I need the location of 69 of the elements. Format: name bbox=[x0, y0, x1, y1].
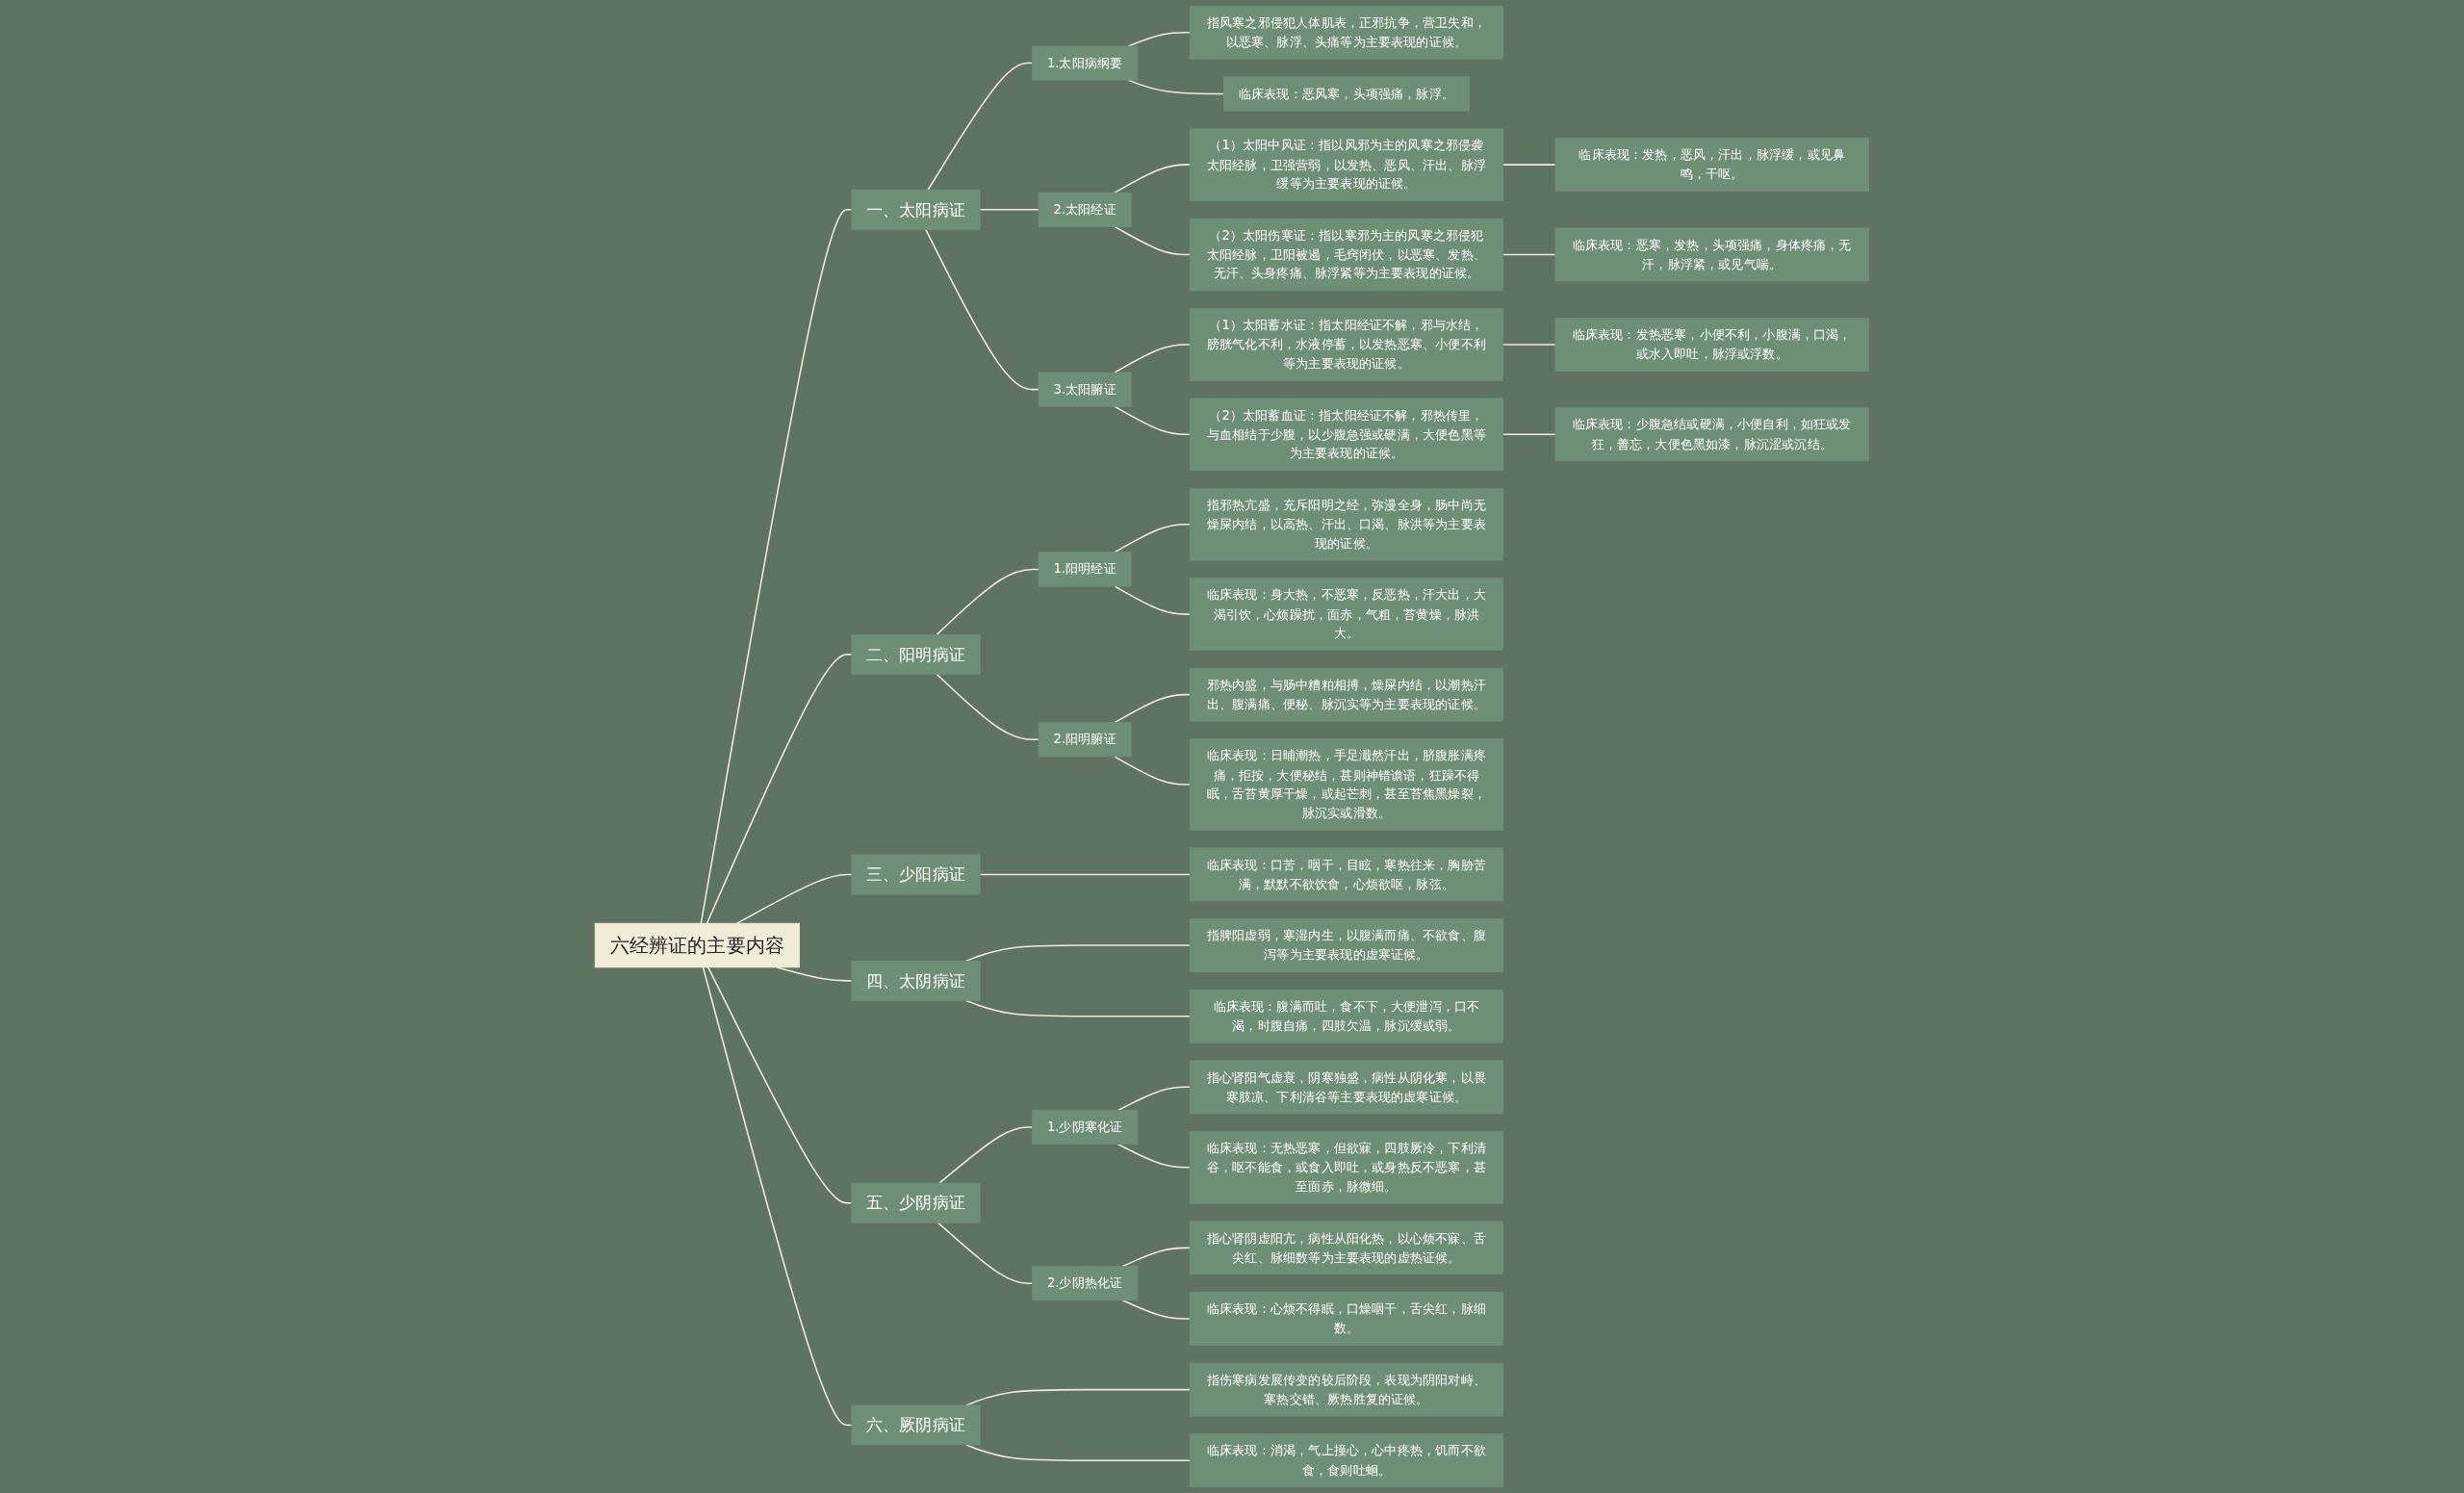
connector bbox=[1114, 756, 1192, 785]
node-box: 临床表现：身大热，不恶寒，反恶热，汗大出，大渴引饮，心烦躁扰，面赤，气粗，苔黄燥，脉洪大。 bbox=[1189, 578, 1504, 651]
connector bbox=[1502, 253, 1556, 256]
node-box: 临床表现：日晡潮热，手足濈然汗出，脐腹胀满疼痛，拒按，大便秘结，甚则神错谵语，狂躁不得眠，舌苔黄厚干燥，或起芒刺，甚至苔焦黑燥裂，脉沉实或滑数。 bbox=[1189, 738, 1504, 831]
node-box: 指邪热亢盛，充斥阳明之经，弥漫全身，肠中尚无燥屎内结，以高热、汗出、口渴、脉洪等为主要表现的证候。 bbox=[1189, 487, 1504, 561]
node-box: 六、厥阴病证 bbox=[851, 1404, 981, 1446]
connector bbox=[938, 1126, 1034, 1184]
node-box: 临床表现：无热恶寒，但欲寐，四肢厥冷，下利清谷，呕不能食，或食入即吐，或身热反不恶寒，甚至面赤，脉微细。 bbox=[1189, 1131, 1504, 1204]
node-box: 指伤寒病发展传变的较后阶段，表现为阴阳对峙、寒热交错、厥热胜复的证候。 bbox=[1189, 1362, 1504, 1417]
node-box: （2）太阳蓄血证：指太阳经证不解，邪热传里，与血相结于少腹，以少腹急强或硬满，大便色黑等为主要表现的证候。 bbox=[1189, 398, 1504, 472]
node-box: （1）太阳蓄水证：指太阳经证不解，邪与水结，膀胱气化不利，水液停蓄，以发热恶寒、小便不利等为主要表现的证候。 bbox=[1189, 308, 1504, 381]
connector bbox=[979, 209, 1040, 211]
node-box: 指脾阳虚弱，寒湿内生，以腹满而痛、不欲食、腹泻等为主要表现的虚寒证候。 bbox=[1189, 918, 1504, 972]
connector bbox=[979, 873, 1192, 876]
node-box: 四、太阴病证 bbox=[851, 960, 981, 1001]
node-box: 临床表现：心烦不得眠，口燥咽干，舌尖红，脉细数。 bbox=[1189, 1292, 1504, 1346]
node-box: 临床表现：恶寒，发热，头项强痛，身体疼痛，无汗，脉浮紧，或见气喘。 bbox=[1554, 227, 1870, 282]
connector bbox=[1114, 225, 1192, 256]
connector bbox=[937, 1222, 1034, 1284]
node-box: 临床表现：发热，恶风，汗出，脉浮缓，或见鼻鸣，干呕。 bbox=[1554, 138, 1870, 192]
node-box: 临床表现：腹满而吐，食不下，大便泄泻，口不渴，时腹自痛，四肢欠温，脉沉缓或弱。 bbox=[1189, 989, 1504, 1043]
node-box: 五、少阴病证 bbox=[851, 1182, 981, 1223]
node-box: 指心肾阴虚阳亢，病性从阳化热，以心烦不寐、舌尖红、脉细数等为主要表现的虚热证候。 bbox=[1189, 1221, 1504, 1275]
connector bbox=[702, 966, 853, 1427]
connector bbox=[925, 228, 1040, 391]
node-box: 一、太阳病证 bbox=[851, 189, 981, 230]
connector bbox=[965, 1444, 1192, 1462]
connector bbox=[1114, 585, 1192, 615]
connector bbox=[1117, 1143, 1192, 1169]
connector bbox=[707, 966, 853, 1204]
connector bbox=[1114, 405, 1192, 436]
node-box: 邪热内盛，与肠中糟粕相搏，燥屎内结，以潮热汗出、腹满痛、便秘、脉沉实等为主要表现的证候。 bbox=[1189, 667, 1504, 722]
node-box: 2.少阴热化证 bbox=[1032, 1266, 1139, 1301]
connector bbox=[706, 654, 853, 924]
connector bbox=[1114, 344, 1192, 373]
connector bbox=[1502, 164, 1556, 166]
node-box: 1.阳明经证 bbox=[1038, 552, 1132, 587]
node-box: （2）太阳伤寒证：指以寒邪为主的风寒之邪侵犯太阳经脉，卫阳被遏，毛窍闭伏，以恶寒、发热、无汗、头身疼痛、脉浮紧等为主要表现的证候。 bbox=[1189, 218, 1504, 292]
node-box: （1）太阳中风证：指以风邪为主的风寒之邪侵袭太阳经脉，卫强营弱，以发热、恶风、汗出、脉浮缓等为主要表现的证候。 bbox=[1189, 128, 1504, 201]
connector bbox=[1121, 1247, 1192, 1268]
connector bbox=[936, 673, 1040, 741]
connector bbox=[965, 999, 1192, 1017]
node-box: 临床表现：发热恶寒，小便不利，小腹满，口渴，或水入即吐，脉浮或浮数。 bbox=[1554, 318, 1870, 372]
connector bbox=[927, 62, 1034, 192]
node-box: 指风寒之邪侵犯人体肌表，正邪抗争，营卫失和，以恶寒、脉浮、头痛等为主要表现的证候。 bbox=[1189, 5, 1504, 60]
node-box: 1.少阴寒化证 bbox=[1032, 1110, 1139, 1145]
connector bbox=[1114, 693, 1192, 724]
node-box: 指心肾阳气虚衰，阴寒独盛，病性从阴化寒，以畏寒肢凉、下利清谷等主要表现的虚寒证候。 bbox=[1189, 1060, 1504, 1115]
node-box: 1.太阳病纲要 bbox=[1032, 45, 1139, 81]
node-box: 二、阳明病证 bbox=[851, 633, 981, 675]
connector bbox=[700, 209, 853, 924]
node-box: 3.太阳腑证 bbox=[1038, 372, 1132, 407]
node-box: 2.太阳经证 bbox=[1038, 192, 1132, 227]
connector bbox=[936, 568, 1040, 636]
node-box: 临床表现：恶风寒，头项强痛，脉浮。 bbox=[1223, 76, 1470, 112]
connector bbox=[965, 944, 1192, 963]
node-box: 三、少阳病证 bbox=[851, 854, 981, 895]
connector bbox=[1502, 344, 1556, 346]
connector bbox=[1114, 164, 1192, 193]
node-box: 临床表现：口苦，咽干，目眩，寒热往来，胸胁苦满，默默不欲饮食，心烦欲呕，脉弦。 bbox=[1189, 847, 1504, 902]
node-box: 临床表现：消渴，气上撞心，心中疼热，饥而不欲食，食则吐蛔。 bbox=[1189, 1433, 1504, 1488]
node-box: 临床表现：少腹急结或硬满，小便自利，如狂或发狂，善忘，大便色黑如漆，脉沉涩或沉结。 bbox=[1554, 407, 1870, 462]
connector bbox=[1502, 433, 1556, 436]
connector bbox=[1121, 1300, 1192, 1320]
node-box: 2.阳明腑证 bbox=[1038, 722, 1132, 758]
connector bbox=[1117, 1086, 1192, 1112]
connector bbox=[736, 873, 853, 924]
connector bbox=[1114, 523, 1192, 553]
node-box: 六经辨证的主要内容 bbox=[594, 922, 801, 968]
